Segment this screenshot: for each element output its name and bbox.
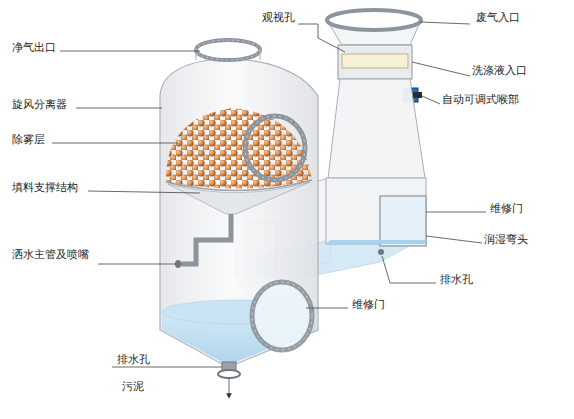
leader-line [420, 22, 470, 24]
leader-line [298, 24, 345, 52]
leader-line [88, 191, 200, 193]
part-label: 润湿弯头 [484, 233, 528, 246]
part-label: 填料支撑结构 [12, 181, 78, 194]
leader-line [98, 264, 176, 265]
part-label: 除雾层 [12, 133, 45, 146]
part-label: 自动可调式喉部 [442, 93, 519, 106]
leader-line [112, 367, 222, 368]
part-label: 净气出口 [12, 41, 56, 54]
part-label: 排水孔 [440, 273, 473, 286]
leader-line [382, 256, 436, 283]
part-label: 观视孔 [262, 11, 295, 24]
flange-ring [245, 116, 305, 180]
sludge-arrow [229, 378, 230, 396]
part-label: 洗涤液入口 [472, 64, 527, 77]
cyclone-tower [160, 40, 318, 364]
leader-line [306, 308, 348, 309]
leader-lines [52, 22, 486, 396]
part-label: 维修门 [352, 298, 385, 311]
wetted-elbow [326, 178, 426, 255]
part-label: 废气入口 [476, 11, 520, 24]
leader-line [426, 236, 482, 243]
demister-packing [166, 108, 312, 214]
part-label: 排水孔 [117, 353, 150, 366]
part-label: 维修门 [490, 202, 523, 215]
leader-line [52, 143, 178, 144]
leader-line [422, 96, 440, 104]
leader-line [60, 51, 200, 52]
leader-line [426, 212, 486, 213]
part-label: 洒水主管及喷嘴 [12, 248, 89, 261]
venturi-scrubber [327, 10, 425, 178]
part-label: 污泥 [122, 380, 144, 393]
leader-line [76, 108, 162, 109]
spray-pipe [175, 214, 231, 268]
part-label: 旋风分离器 [12, 98, 67, 111]
leader-line [412, 62, 470, 76]
access-door-ring [252, 282, 312, 350]
